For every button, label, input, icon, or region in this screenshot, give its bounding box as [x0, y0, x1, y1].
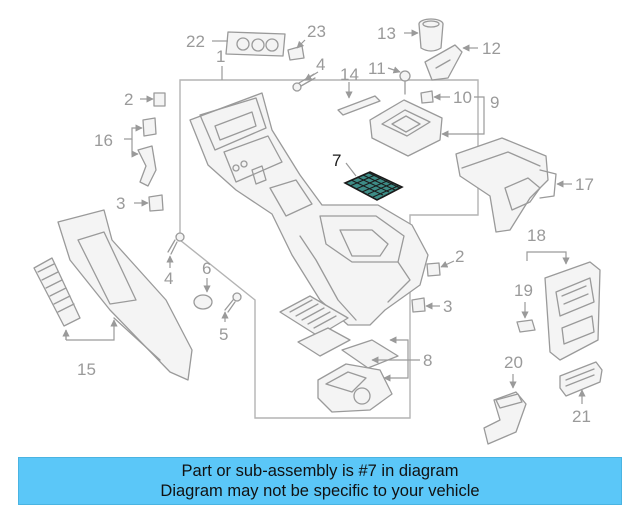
callout-4-lower: 4	[164, 269, 173, 288]
callout-7: 7	[332, 151, 341, 170]
callout-4-top: 4	[316, 55, 325, 74]
callout-3-right: 3	[443, 297, 452, 316]
part-15-side-panel[interactable]	[57, 209, 193, 381]
banner-line-1: Part or sub-assembly is #7 in diagram	[181, 462, 459, 480]
callout-5: 5	[219, 325, 228, 344]
center-console-body[interactable]	[189, 92, 429, 326]
part-21-vent-trim[interactable]	[559, 361, 603, 397]
part-6-plug[interactable]	[193, 294, 213, 310]
callout-17: 17	[575, 175, 594, 194]
part-15-grille[interactable]	[33, 257, 81, 327]
callout-2-left: 2	[124, 90, 133, 109]
callout-22: 22	[186, 32, 205, 51]
part-16-brackets[interactable]	[137, 117, 157, 187]
info-banner: Part or sub-assembly is #7 in diagram Di…	[18, 457, 622, 505]
part-18-rear-vent-panel[interactable]	[544, 261, 601, 361]
part-12-bracket[interactable]	[424, 44, 463, 81]
part-23-clip[interactable]	[287, 45, 305, 61]
part-20-air-duct[interactable]	[483, 391, 527, 445]
callout-18: 18	[527, 226, 546, 245]
callout-11: 11	[368, 59, 386, 78]
part-11-screw[interactable]	[399, 70, 411, 95]
part-13-cup-holder[interactable]	[418, 18, 444, 52]
callout-16: 16	[94, 131, 113, 150]
callout-1: 1	[216, 47, 225, 66]
parts-diagram: 22 23 13 12 1 4 11 14 10	[33, 18, 603, 445]
part-19-clip[interactable]	[516, 319, 536, 333]
callout-20: 20	[504, 353, 523, 372]
callout-6: 6	[202, 259, 211, 278]
callout-3-left: 3	[116, 194, 125, 213]
part-2-clip-right[interactable]	[426, 262, 441, 277]
part-17-armrest[interactable]	[455, 137, 557, 233]
part-7-highlighted-mat[interactable]	[343, 171, 404, 201]
callout-10: 10	[453, 88, 472, 107]
callout-21: 21	[572, 407, 591, 426]
part-14-trim-strip[interactable]	[337, 95, 381, 116]
console-assembly-frame	[179, 79, 479, 419]
callout-8: 8	[423, 351, 432, 370]
callout-15: 15	[77, 360, 96, 379]
callout-14: 14	[340, 65, 359, 84]
part-4-screw-lower[interactable]	[167, 232, 185, 255]
part-9-storage-tray[interactable]	[369, 99, 443, 157]
callout-12: 12	[482, 39, 501, 58]
banner-line-2: Diagram may not be specific to your vehi…	[160, 482, 480, 500]
callout-13: 13	[377, 24, 396, 43]
part-8-mats-and-tray[interactable]	[279, 295, 399, 413]
part-3-clip-right[interactable]	[411, 297, 426, 313]
part-10-clip[interactable]	[420, 90, 434, 104]
callout-2-right: 2	[455, 247, 464, 266]
callout-19: 19	[514, 281, 533, 300]
part-2-clip-left[interactable]	[153, 92, 166, 107]
part-3-clip-left[interactable]	[148, 194, 164, 212]
callout-9: 9	[490, 93, 499, 112]
part-5-screw[interactable]	[224, 292, 242, 313]
callout-23: 23	[307, 22, 326, 41]
part-22-switch-panel[interactable]	[225, 31, 286, 57]
